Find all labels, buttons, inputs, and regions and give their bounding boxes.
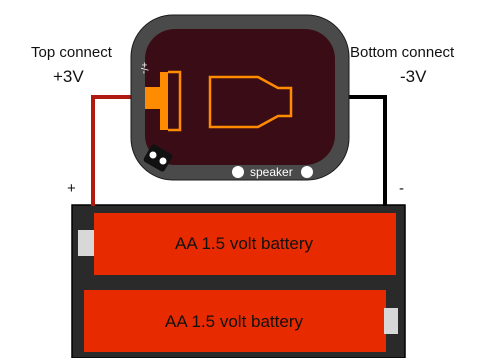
black-wire <box>340 95 387 206</box>
speaker-hole-right <box>301 166 313 178</box>
switch-dot-2 <box>159 157 167 165</box>
battery-2-label: AA 1.5 volt battery <box>165 312 303 331</box>
board-inner <box>145 29 335 165</box>
speaker-hole-left <box>232 166 244 178</box>
minus-sign: - <box>399 180 404 197</box>
battery-2-terminal <box>384 308 398 334</box>
switch-dot-1 <box>149 151 157 159</box>
top-voltage-label: +3V <box>53 67 84 86</box>
top-connect-label: Top connect <box>31 44 112 61</box>
clip-outline <box>168 70 182 132</box>
bottom-voltage-label: -3V <box>400 67 427 86</box>
battery-1-terminal <box>78 230 94 256</box>
board-polarity-label: +/- <box>137 62 149 74</box>
bottom-connect-label: Bottom connect <box>350 44 455 61</box>
battery-2 <box>84 290 386 352</box>
speaker-label: speaker <box>250 165 293 179</box>
battery-1-label: AA 1.5 volt battery <box>175 234 313 253</box>
battery-1 <box>94 213 396 275</box>
plus-sign: + <box>67 180 76 197</box>
positive-pad <box>145 87 165 109</box>
speaker-outline <box>208 75 293 129</box>
switch-block <box>143 144 173 172</box>
